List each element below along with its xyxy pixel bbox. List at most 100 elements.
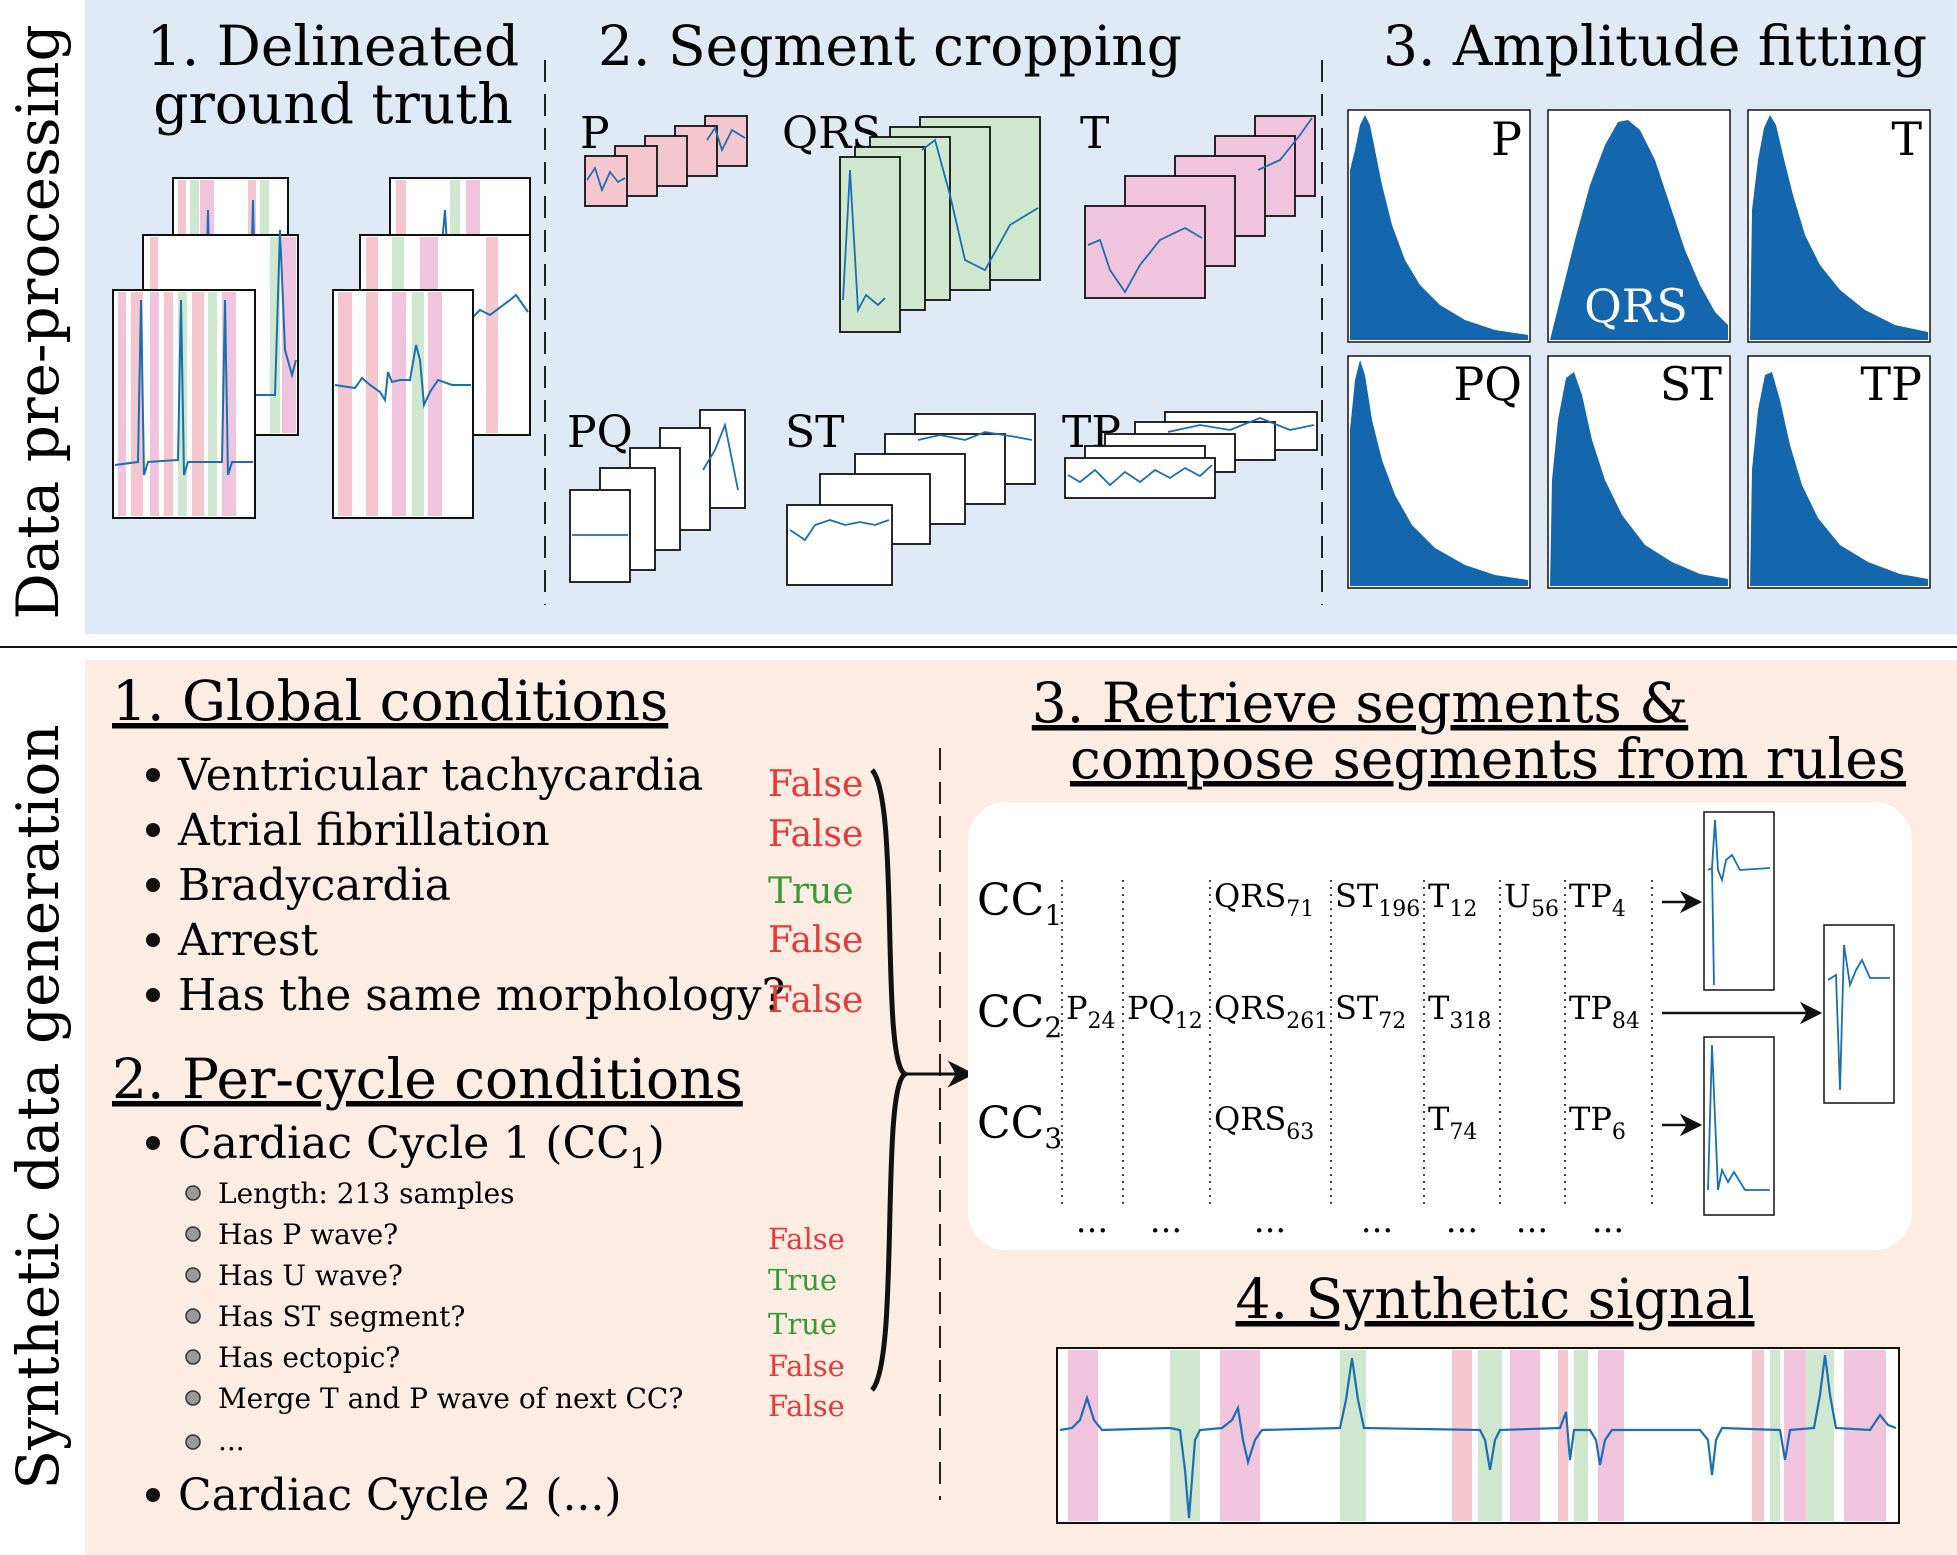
retrieve-title-line1: 3. Retrieve segments & xyxy=(1032,671,1688,735)
segment-cell: QRS63 xyxy=(1214,1100,1314,1145)
hist-label-pq: PQ xyxy=(1453,357,1522,411)
hist-st xyxy=(1550,372,1728,586)
generation-side-label: Synthetic data generation xyxy=(4,724,72,1489)
segment-cell: TP4 xyxy=(1569,877,1626,922)
compose-column-dividers xyxy=(1061,880,1653,1205)
hist-label-p: P xyxy=(1491,112,1522,166)
segment-cell: T12 xyxy=(1428,877,1477,922)
preprocessing-side-label: Data pre-processing xyxy=(4,24,72,619)
hist-label-st: ST xyxy=(1660,357,1723,411)
per-cycle-sub-list: Length: 213 samples Has P wave? False Ha… xyxy=(185,1177,845,1457)
cc2-item: Cardiac Cycle 2 (...) xyxy=(146,1470,622,1521)
ecg-stack-left xyxy=(112,177,299,519)
sub-item-value: True xyxy=(768,1307,837,1341)
sub-item-value: False xyxy=(768,1389,845,1423)
step1-title-line2: ground truth xyxy=(153,72,513,136)
ecg-stack-right xyxy=(332,177,531,519)
global-item: Bradycardia True xyxy=(146,860,854,912)
cc3-thumbnail xyxy=(1703,1036,1775,1216)
sub-item: Merge T and P wave of next CC? False xyxy=(185,1382,845,1423)
segment-cell: TP6 xyxy=(1569,1100,1626,1145)
sub-item-label: Has P wave? xyxy=(218,1218,398,1251)
sub-item-value: False xyxy=(768,1222,845,1256)
global-item: Has the same morphology? False xyxy=(146,970,863,1021)
segments-tp xyxy=(1064,411,1318,499)
global-item-value: True xyxy=(768,871,854,912)
synthetic-signal-shading xyxy=(1068,1350,1886,1521)
global-item: Arrest False xyxy=(146,915,863,966)
cc1-label: Cardiac Cycle 1 (CC1) xyxy=(178,1118,665,1175)
hist-p xyxy=(1350,115,1528,340)
segment-cell: T318 xyxy=(1428,989,1491,1034)
sub-item-label: Has ST segment? xyxy=(218,1300,465,1333)
hist-t xyxy=(1750,115,1928,340)
ellipsis-row: ... ... ... ... ... ... ... xyxy=(1076,1201,1624,1241)
ellipsis: ... xyxy=(1254,1201,1286,1241)
sub-item-label: Merge T and P wave of next CC? xyxy=(218,1382,683,1415)
global-item-label: Has the same morphology? xyxy=(178,970,785,1021)
segment-cell: PQ12 xyxy=(1127,989,1203,1034)
ground-truth-stacks xyxy=(112,177,531,519)
step1-title-line1: 1. Delineated xyxy=(147,14,519,78)
segment-cell: TP84 xyxy=(1569,989,1640,1034)
global-item-value: False xyxy=(768,764,863,805)
segment-cell: ST72 xyxy=(1335,989,1406,1034)
hist-qrs xyxy=(1550,120,1728,340)
step3-title: 3. Amplitude fitting xyxy=(1383,14,1927,78)
hist-label-tp: TP xyxy=(1860,357,1922,411)
cycle-label: CC1 xyxy=(977,875,1062,932)
ellipsis: ... xyxy=(1592,1201,1624,1241)
segments-pq xyxy=(569,409,746,583)
segment-cell: U56 xyxy=(1504,877,1559,922)
segment-label-p: P xyxy=(580,108,610,159)
global-conditions-list: Ventricular tachycardia False Atrial fib… xyxy=(146,750,863,1021)
sub-item-label: Has ectopic? xyxy=(218,1341,400,1374)
global-item-label: Atrial fibrillation xyxy=(177,805,550,856)
segment-cell: ST196 xyxy=(1335,877,1420,922)
segment-cell: QRS261 xyxy=(1214,989,1328,1034)
segment-cell: P24 xyxy=(1066,989,1116,1034)
cc2-thumbnail xyxy=(1823,924,1895,1104)
histogram-grid: P QRS T PQ ST TP xyxy=(1347,109,1931,589)
sub-item-label: ... xyxy=(218,1424,245,1457)
global-item: Ventricular tachycardia False xyxy=(146,750,863,805)
cc2-label: Cardiac Cycle 2 (...) xyxy=(178,1470,622,1521)
ellipsis: ... xyxy=(1516,1201,1548,1241)
segments-st xyxy=(786,413,1036,586)
step2-title: 2. Segment cropping xyxy=(598,14,1182,78)
segments-qrs xyxy=(839,116,1041,333)
segment-label-t: T xyxy=(1080,108,1109,159)
segment-label-pq: PQ xyxy=(567,407,633,458)
cc1-thumbnail xyxy=(1703,811,1775,991)
segments-p xyxy=(584,115,748,207)
synthetic-signal-trace xyxy=(1059,1354,1897,1519)
ellipsis: ... xyxy=(1076,1201,1108,1241)
sub-item: Has ST segment? True xyxy=(185,1300,837,1341)
sub-item-label: Has U wave? xyxy=(218,1259,403,1292)
compose-box xyxy=(968,802,1912,1250)
retrieve-title-line2: compose segments from rules xyxy=(1070,727,1906,791)
global-item-label: Ventricular tachycardia xyxy=(177,750,703,801)
sub-item-value: True xyxy=(768,1263,837,1297)
sub-item: Has U wave? True xyxy=(185,1259,837,1297)
hist-label-t: T xyxy=(1891,112,1922,166)
segment-cell: QRS71 xyxy=(1214,877,1314,922)
ellipsis: ... xyxy=(1361,1201,1393,1241)
ellipsis: ... xyxy=(1150,1201,1182,1241)
cc1-item: Cardiac Cycle 1 (CC1) xyxy=(146,1118,665,1175)
per-cycle-conditions-title: 2. Per-cycle conditions xyxy=(112,1047,743,1111)
sub-item: ... xyxy=(185,1424,245,1457)
global-item-value: False xyxy=(768,814,863,855)
cycle-label: CC2 xyxy=(977,987,1062,1044)
ellipsis: ... xyxy=(1446,1201,1478,1241)
global-item-label: Bradycardia xyxy=(178,860,451,911)
segment-label-st: ST xyxy=(785,407,845,458)
segments-t xyxy=(1084,115,1316,299)
sub-item-label: Length: 213 samples xyxy=(218,1177,515,1210)
global-item-value: False xyxy=(768,980,863,1021)
hist-label-qrs: QRS xyxy=(1584,279,1688,333)
sub-item: Has ectopic? False xyxy=(185,1341,845,1383)
synthetic-signal-title: 4. Synthetic signal xyxy=(1235,1267,1754,1331)
